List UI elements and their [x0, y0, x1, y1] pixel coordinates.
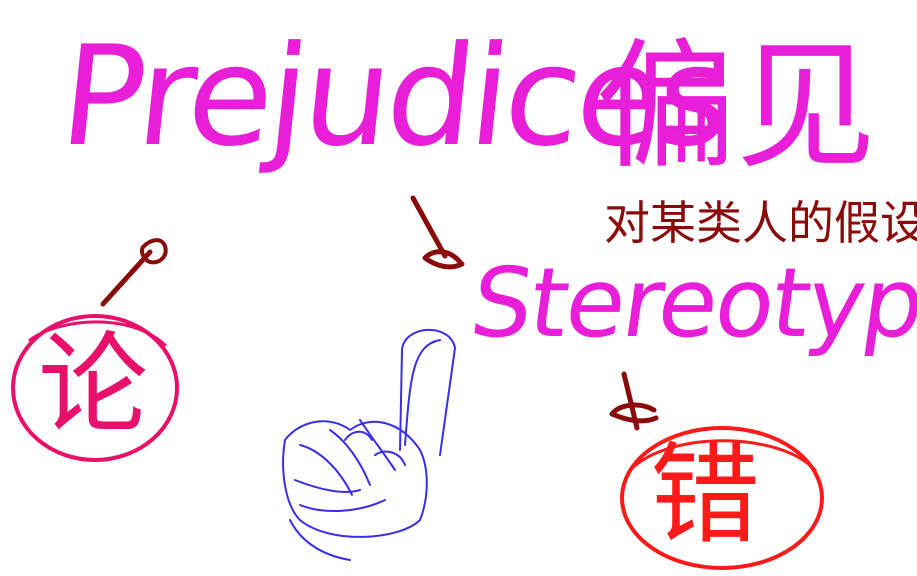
discuss-cn-label: 论 — [38, 321, 148, 449]
arrow-stereotyping-to-wrong — [609, 371, 659, 431]
wrong-cn-label: 错 — [650, 431, 760, 559]
wrong-circle — [620, 426, 824, 570]
thumbs-up-sketch — [282, 328, 456, 561]
stereotyping-cn-label: 对某类人的假设 — [604, 196, 917, 250]
arrow-prejudices-to-stereotyping — [410, 195, 465, 270]
discuss-circle-overstroke — [28, 320, 167, 347]
prejudices-cn-label: 偏见 — [596, 26, 877, 189]
wrong-circle-overstroke — [628, 439, 817, 472]
stereotyping-label: Stereotyping — [464, 247, 917, 359]
discuss-circle — [11, 314, 179, 462]
arrow-up-to-prejudices — [100, 238, 168, 307]
